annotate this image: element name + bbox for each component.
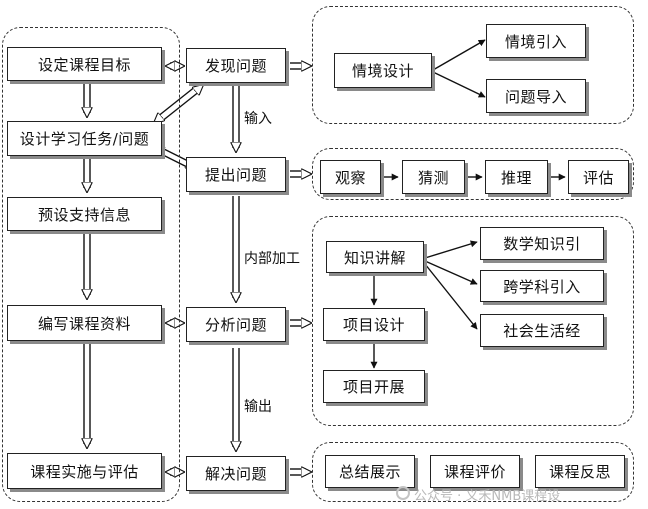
down-arrow-discover-raise: [233, 84, 239, 152]
arrow-discover-detail: [290, 63, 311, 69]
situation-design-label: 情境设计: [351, 62, 414, 80]
bidir-arrow-goals-discover: [166, 63, 184, 69]
knowledge-lecture-node: 知识讲解: [326, 241, 424, 273]
summary-display-node: 总结展示: [325, 455, 415, 488]
course-evaluation-node: 课程评价: [430, 455, 520, 488]
raise-detail-group: [312, 148, 634, 200]
observe-node: 观察: [320, 160, 381, 194]
discover-problem-label: 发现问题: [204, 57, 267, 75]
guess-label: 猜测: [417, 168, 449, 187]
situation-intro-node: 情境引入: [486, 24, 586, 58]
reason-node: 推理: [485, 160, 548, 194]
analyze-detail-group: [312, 216, 634, 426]
social-life-node: 社会生活经: [480, 314, 604, 347]
down-arrow-materials-implement: [84, 342, 90, 448]
bidir-arrow-materials-analyze: [166, 320, 184, 326]
down-arrow-support-materials: [84, 232, 90, 299]
write-course-materials-node: 编写课程资料: [7, 305, 162, 341]
arrow-cross-discipline: [424, 260, 478, 285]
project-develop-label: 项目开展: [342, 378, 405, 396]
discover-detail-group: [312, 6, 634, 124]
discover-problem-node: 发现问题: [186, 48, 286, 83]
set-course-goals-node: 设定课程目标: [7, 47, 162, 81]
arrow-problem-intro: [432, 71, 486, 98]
math-knowledge-node: 数学知识引: [480, 227, 604, 260]
down-arrow-raise-analyze: [233, 196, 239, 302]
arrow-math-knowledge: [424, 240, 478, 259]
down-arrow-analyze-solve: [233, 348, 239, 451]
evaluate-node: 评估: [568, 160, 629, 194]
analyze-problem-label: 分析问题: [204, 316, 267, 334]
set-course-goals-label: 设定课程目标: [37, 55, 131, 74]
course-design-group: [2, 27, 180, 502]
social-life-label: 社会生活经: [503, 322, 581, 340]
situation-design-node: 情境设计: [334, 53, 432, 88]
project-design-node: 项目设计: [323, 308, 425, 341]
arrow-raise-detail: [290, 171, 311, 177]
internal-processing-label: 内部加工: [244, 251, 300, 267]
cross-discipline-node: 跨学科引入: [480, 270, 604, 302]
implement-evaluate-node: 课程实施与评估: [7, 453, 162, 489]
bidir-arrow-implement-solve: [166, 469, 184, 475]
watermark-text: 公众号 · 义禾NMB课程设: [414, 489, 561, 504]
reason-label: 推理: [500, 168, 532, 187]
project-design-label: 项目设计: [342, 316, 405, 334]
course-evaluation-label: 课程评价: [443, 463, 506, 481]
arrow-social-life: [424, 263, 478, 330]
write-course-materials-label: 编写课程资料: [37, 314, 131, 333]
watermark-icon: [396, 486, 410, 500]
solve-detail-group: [312, 442, 634, 502]
summary-display-label: 总结展示: [338, 463, 401, 481]
solve-problem-label: 解决问题: [204, 465, 267, 483]
input-label: 输入: [244, 111, 272, 127]
problem-intro-node: 问题导入: [486, 79, 586, 113]
course-reflection-node: 课程反思: [535, 455, 625, 488]
design-learning-tasks-node: 设计学习任务/问题: [7, 121, 162, 156]
situation-intro-label: 情境引入: [504, 32, 567, 51]
cross-discipline-label: 跨学科引入: [503, 277, 581, 296]
implement-evaluate-label: 课程实施与评估: [30, 462, 139, 481]
project-develop-node: 项目开展: [323, 370, 425, 403]
design-learning-tasks-label: 设计学习任务/问题: [19, 130, 150, 148]
problem-intro-label: 问题导入: [504, 87, 567, 106]
arrow-situation-intro: [432, 39, 486, 71]
math-knowledge-label: 数学知识引: [503, 235, 581, 253]
evaluate-label: 评估: [582, 168, 614, 187]
down-arrow-tasks-support: [84, 157, 90, 192]
raise-problem-node: 提出问题: [186, 157, 286, 192]
preset-support-info-node: 预设支持信息: [7, 197, 162, 231]
down-arrow-goals-tasks: [84, 82, 90, 117]
solve-problem-node: 解决问题: [186, 456, 286, 491]
arrow-analyze-detail: [290, 320, 311, 326]
arrow-solve-detail: [290, 469, 311, 475]
preset-support-info-label: 预设支持信息: [37, 205, 131, 224]
output-label: 输出: [244, 399, 272, 415]
knowledge-lecture-label: 知识讲解: [343, 248, 406, 267]
observe-label: 观察: [334, 168, 366, 187]
guess-node: 猜测: [402, 160, 465, 194]
raise-problem-label: 提出问题: [204, 166, 267, 184]
course-reflection-label: 课程反思: [548, 463, 611, 481]
diag-arrow-tasks-discover: [154, 85, 203, 123]
analyze-problem-node: 分析问题: [186, 307, 286, 342]
